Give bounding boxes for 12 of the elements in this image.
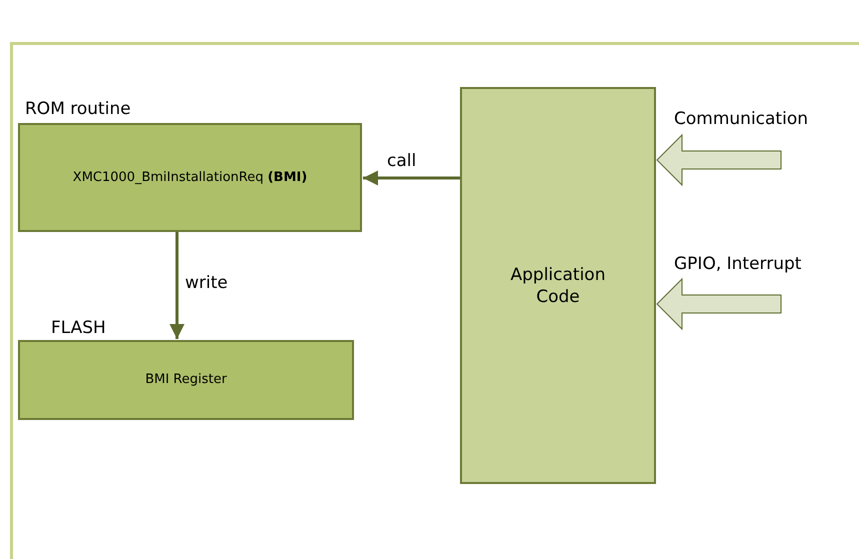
box-heading: FLASH — [51, 317, 106, 340]
box-heading: ROM routine — [25, 98, 131, 121]
block-arrow — [656, 134, 782, 186]
box-text: Application Code — [510, 264, 606, 308]
frame-border — [10, 42, 859, 559]
arrow — [363, 170, 460, 186]
box-text: XMC1000_BmiInstallationReq (BMI) — [72, 168, 308, 187]
arrow — [170, 232, 184, 339]
block-arrow — [656, 278, 782, 330]
box-text: BMI Register — [145, 371, 227, 390]
edge-label: Communication — [674, 108, 808, 131]
edge-label: GPIO, Interrupt — [674, 253, 802, 276]
